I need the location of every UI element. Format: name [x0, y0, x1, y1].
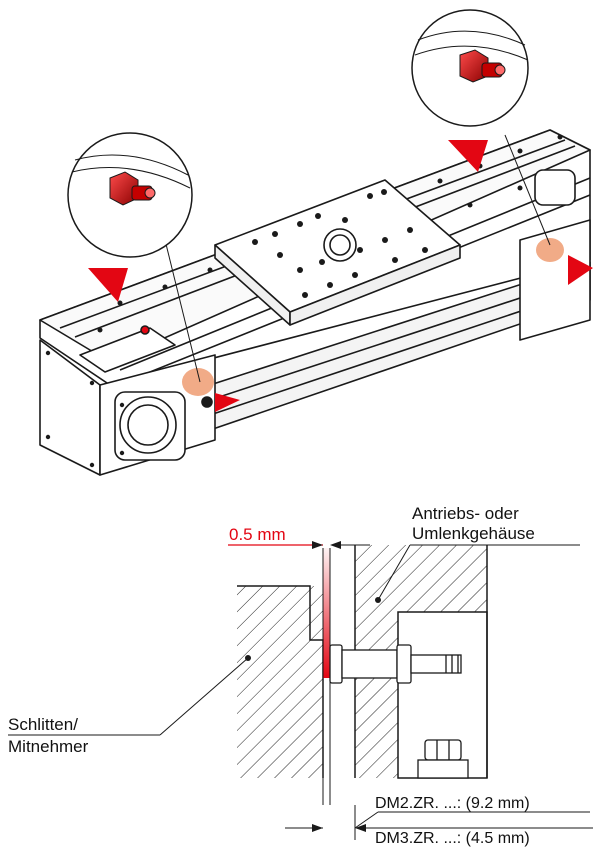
- setscrew-icon: [329, 644, 462, 684]
- carriage-section: [237, 586, 323, 778]
- callout-right: [411, 9, 529, 127]
- plug-screw-left-icon: [109, 171, 156, 206]
- gap-dimension-label: 0.5 mm: [229, 525, 286, 544]
- carriage-label-line2: Mitnehmer: [8, 737, 89, 756]
- plug-screw-right-icon: [459, 49, 506, 83]
- arrow-right: [568, 255, 593, 285]
- gap-strip: [323, 548, 330, 678]
- housing-label-line1: Antriebs- oder: [412, 504, 519, 523]
- marker-left-housing: [182, 368, 214, 396]
- bolt-icon: [417, 739, 469, 779]
- housing-label-line2: Umlenkgehäuse: [412, 524, 535, 543]
- idler-housing: [519, 219, 591, 341]
- arrow-housing: [215, 393, 240, 412]
- red-arrow-markers: [88, 140, 593, 412]
- arrow-left: [88, 268, 128, 302]
- dimension-dm2-label: DM2.ZR. ...: (9.2 mm): [375, 795, 530, 812]
- linear-axis-module: [39, 129, 591, 476]
- dimension-dm3-label: DM3.ZR. ...: (4.5 mm): [375, 830, 530, 847]
- carriage-label-line1: Schlitten/: [8, 715, 78, 734]
- carriage-holes: [252, 189, 428, 298]
- marker-right-housing: [536, 238, 564, 262]
- callout-left: [67, 132, 193, 258]
- arrow-top: [448, 140, 488, 172]
- section-detail: [8, 541, 593, 840]
